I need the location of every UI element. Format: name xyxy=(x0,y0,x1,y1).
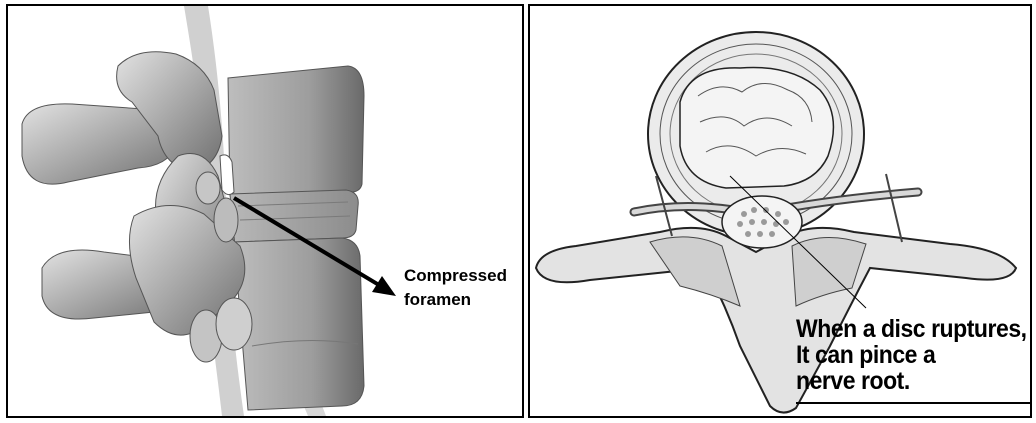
annotation-line-1: Compressed xyxy=(404,264,507,288)
caption-line-3: nerve root. xyxy=(796,368,1027,394)
left-illustration-panel: Compressed foramen xyxy=(6,4,524,418)
disc-rupture-caption: When a disc ruptures, It can pince a ner… xyxy=(796,316,1027,394)
caption-line-2: It can pince a xyxy=(796,342,1027,368)
annotation-line-2: foramen xyxy=(404,288,507,312)
vertebrae-side-view-illustration xyxy=(8,6,522,416)
right-illustration-panel: When a disc ruptures, It can pince a ner… xyxy=(528,4,1032,418)
caption-underline-rule xyxy=(796,402,1032,404)
caption-line-1: When a disc ruptures, xyxy=(796,316,1027,342)
annotation-arrow-head xyxy=(372,276,396,296)
compressed-foramen-label: Compressed foramen xyxy=(404,264,507,312)
